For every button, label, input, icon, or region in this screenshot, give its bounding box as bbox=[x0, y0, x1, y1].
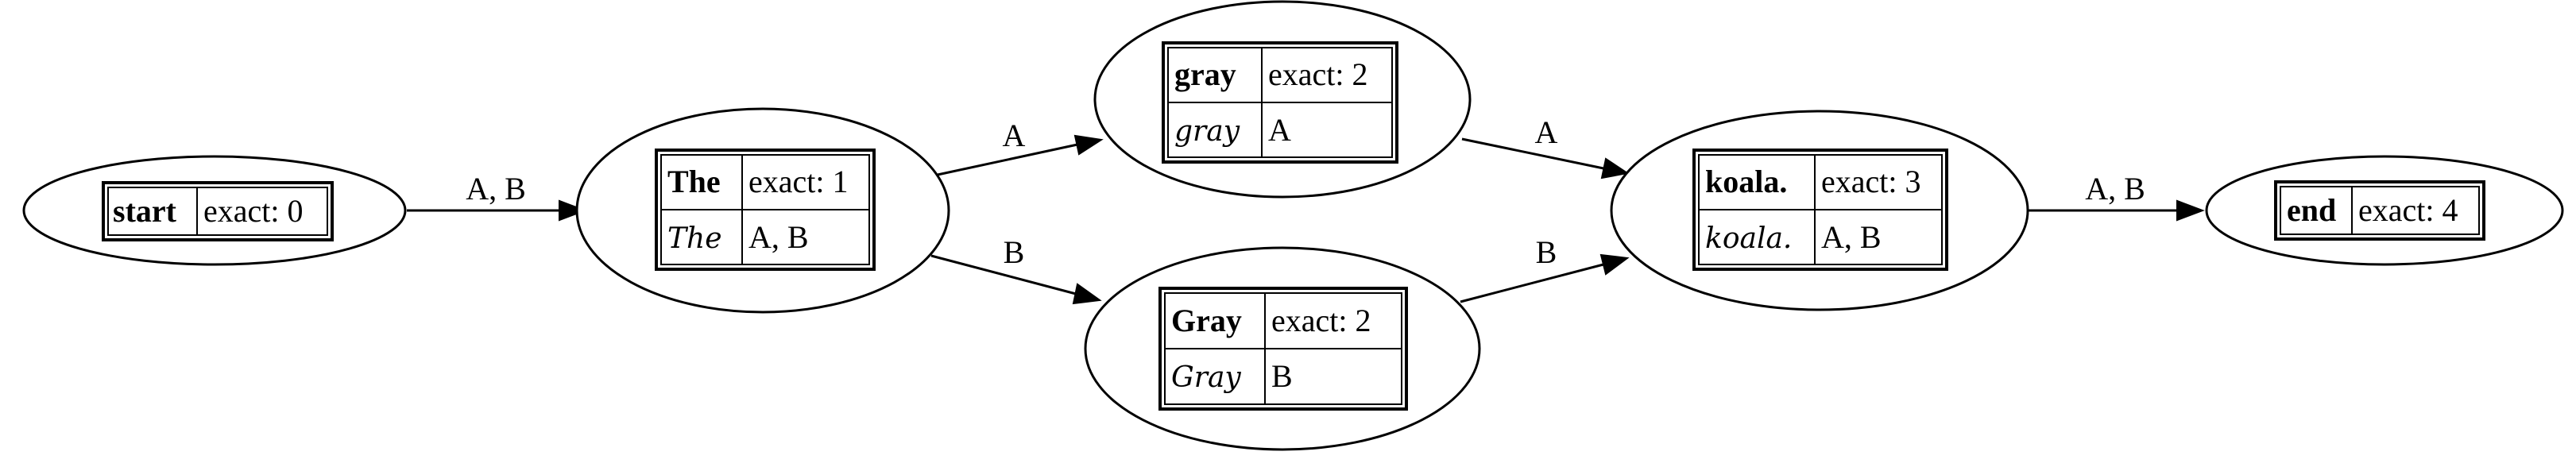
edge-label-the-gray-b: B bbox=[1004, 234, 1025, 270]
node-gray-b-witness-text: Gray bbox=[1171, 361, 1241, 394]
edge-label-gray-a-koala: A bbox=[1535, 114, 1558, 150]
node-gray-a-token: gray bbox=[1174, 56, 1236, 92]
node-gray-a-exact: exact: 2 bbox=[1268, 56, 1368, 92]
node-gray-a-witnesses: A bbox=[1268, 112, 1291, 148]
node-start-exact: exact: 0 bbox=[203, 193, 304, 229]
edge-gray-b-koala: B bbox=[1460, 234, 1630, 303]
edge-the-gray-a: A bbox=[937, 118, 1104, 176]
node-gray-b-token: Gray bbox=[1171, 303, 1242, 338]
node-gray-b-witnesses: B bbox=[1271, 358, 1293, 394]
node-the[interactable]: The exact: 1 The A, B bbox=[575, 107, 950, 314]
node-koala-witnesses: A, B bbox=[1821, 219, 1882, 255]
node-the-token: The bbox=[667, 164, 721, 199]
node-koala-token: koala. bbox=[1705, 164, 1787, 199]
node-gray-a-witness-text: gray bbox=[1174, 115, 1240, 148]
node-gray-a[interactable]: gray exact: 2 gray A bbox=[1093, 0, 1472, 199]
edge-label-the-gray-a: A bbox=[1003, 118, 1026, 153]
node-end-token: end bbox=[2287, 192, 2336, 228]
edge-label-start-the: A, B bbox=[466, 171, 526, 206]
edge-koala-end: A, B bbox=[2026, 171, 2205, 222]
edge-the-gray-b: B bbox=[930, 234, 1102, 305]
node-start-token: start bbox=[113, 193, 177, 229]
edge-label-koala-end: A, B bbox=[2085, 171, 2145, 206]
node-koala-witness-text: koala. bbox=[1705, 222, 1792, 255]
node-the-witness-text: The bbox=[667, 222, 722, 255]
node-gray-b[interactable]: Gray exact: 2 Gray B bbox=[1084, 246, 1481, 451]
edge-gray-a-koala: A bbox=[1461, 114, 1630, 179]
node-gray-b-exact: exact: 2 bbox=[1271, 303, 1371, 338]
node-start[interactable]: start exact: 0 bbox=[22, 155, 407, 266]
node-end[interactable]: end exact: 4 bbox=[2205, 155, 2564, 266]
node-koala-exact: exact: 3 bbox=[1821, 164, 1921, 199]
edge-start-the: A, B bbox=[407, 171, 587, 222]
node-the-exact: exact: 1 bbox=[748, 164, 849, 199]
edge-label-gray-b-koala: B bbox=[1536, 234, 1557, 270]
node-end-exact: exact: 4 bbox=[2358, 192, 2458, 228]
node-koala[interactable]: koala. exact: 3 koala. A, B bbox=[1610, 110, 2029, 311]
node-the-witnesses: A, B bbox=[748, 219, 809, 255]
